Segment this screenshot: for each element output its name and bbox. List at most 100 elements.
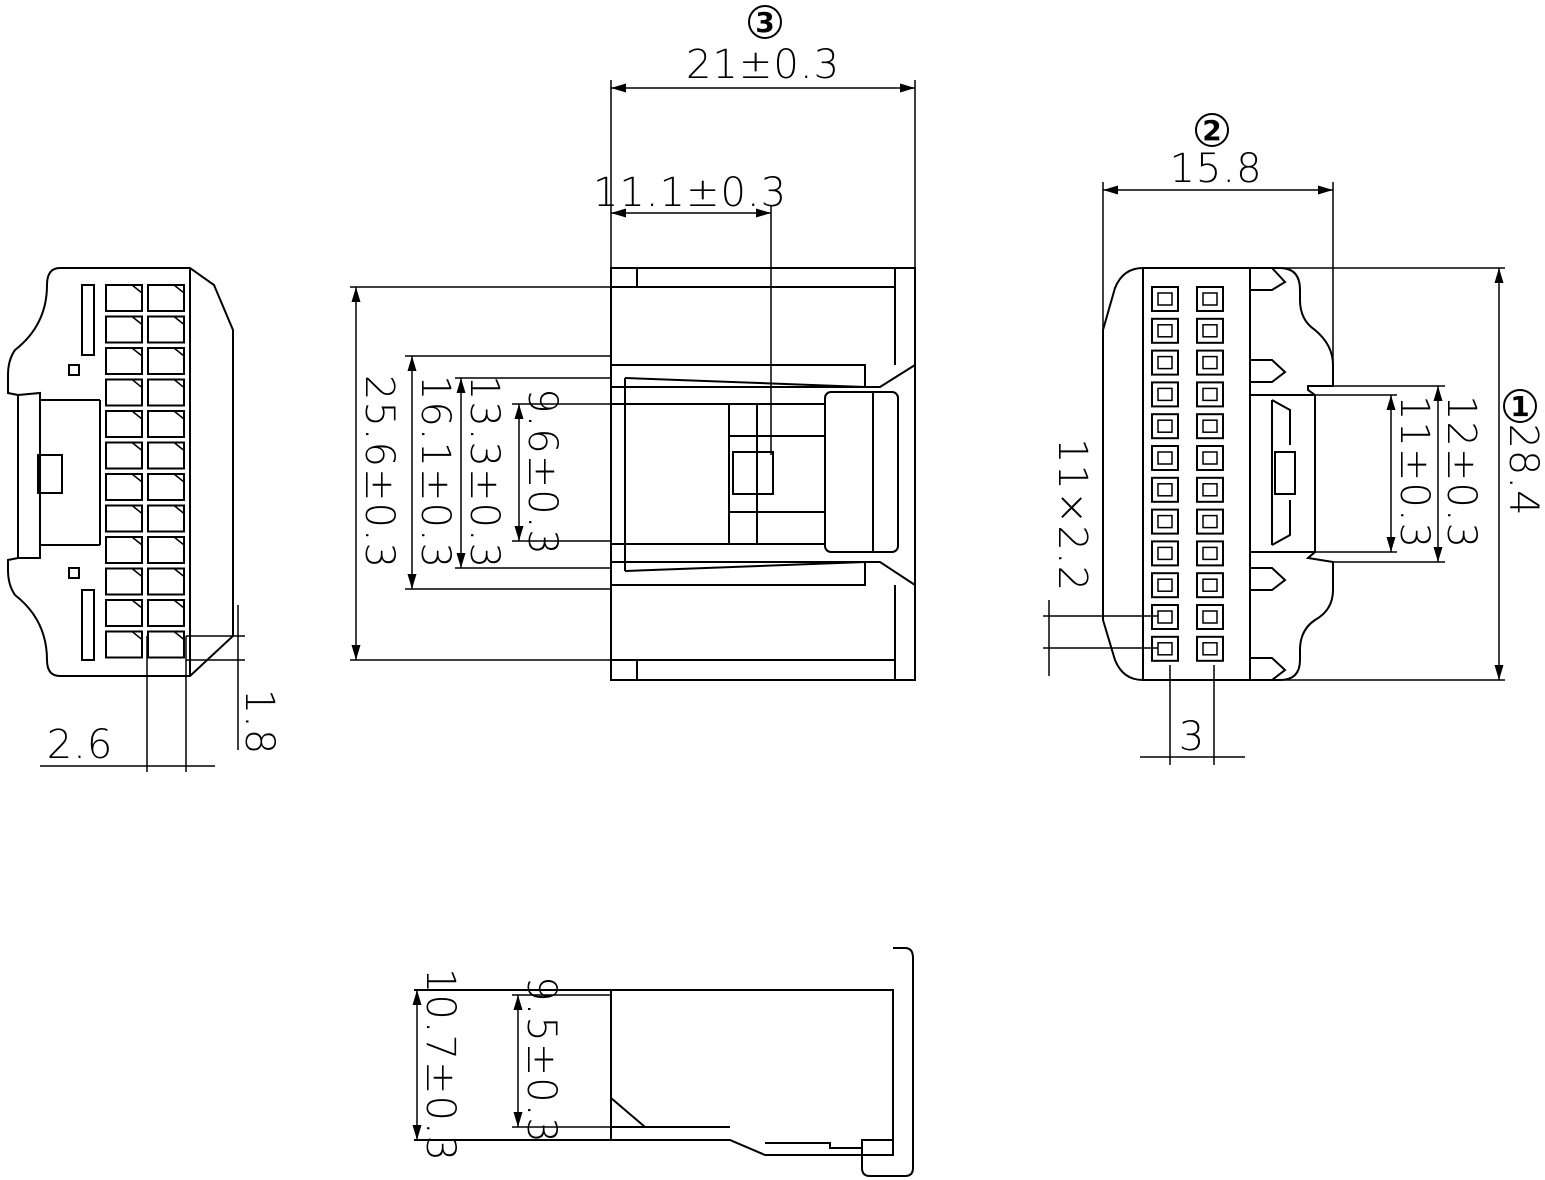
right-cavity-inner xyxy=(1202,514,1218,529)
dim-1-8-label: 1.8 xyxy=(236,689,282,756)
dim-15-8-label: 15.8 xyxy=(1169,146,1262,192)
dim-11x2-2-label: 11×2.2 xyxy=(1049,438,1095,592)
left-cavity xyxy=(147,315,185,344)
dim-12-label: 12±0.3 xyxy=(1438,395,1484,549)
dim-11-1-label: 11.1±0.3 xyxy=(593,170,787,216)
right-cavity-inner xyxy=(1202,483,1218,497)
left-cavity-corner xyxy=(131,284,143,294)
right-view xyxy=(1102,267,1334,681)
right-cavity xyxy=(1151,635,1179,662)
right-cavity xyxy=(1196,635,1224,662)
dim-3-label: 3 xyxy=(1179,714,1205,760)
left-view-cavity-grid xyxy=(105,284,185,659)
dim-2-6-label: 2.6 xyxy=(47,722,114,768)
callout-3-circle xyxy=(748,5,782,39)
right-cavity-inner xyxy=(1202,642,1218,656)
left-cavity-corner xyxy=(131,536,143,546)
right-cavity-inner xyxy=(1157,355,1173,370)
left-cavity xyxy=(105,504,143,533)
center-view-body-bottom-2 xyxy=(624,561,866,572)
center-view-outline xyxy=(610,267,916,681)
left-cavity-corner xyxy=(131,410,143,420)
right-cavity xyxy=(1196,540,1224,567)
right-cavity xyxy=(1151,572,1179,599)
left-cavity-corner xyxy=(131,567,143,578)
dim-25-6-label: 25.6±0.3 xyxy=(356,375,402,569)
right-cavity-inner xyxy=(1202,451,1218,465)
left-cavity-corner xyxy=(131,599,143,609)
right-cavity xyxy=(1151,349,1179,376)
dim-13-3-label: 13.3±0.3 xyxy=(461,375,507,569)
right-cavity-inner xyxy=(1157,514,1173,529)
center-view-inner-box xyxy=(728,403,826,545)
left-cavity xyxy=(105,315,143,344)
bottom-view xyxy=(414,947,914,1177)
dim-21-label: 21±0.3 xyxy=(686,42,840,88)
left-cavity xyxy=(147,536,185,564)
right-cavity-inner xyxy=(1157,387,1173,402)
right-cavity-inner xyxy=(1202,419,1218,433)
right-view-tab-1 xyxy=(1250,267,1287,291)
right-view-tab-3 xyxy=(1250,567,1287,591)
left-cavity-corner xyxy=(173,473,185,483)
dim-10-7-label: 10.7±0.3 xyxy=(417,968,463,1162)
left-view-slot-top xyxy=(81,284,95,356)
left-view xyxy=(7,267,234,677)
right-cavity-inner xyxy=(1157,292,1173,306)
left-cavity-corner xyxy=(131,378,143,389)
left-view-outline xyxy=(7,267,234,677)
right-cavity-inner xyxy=(1202,610,1218,624)
right-cavity-inner xyxy=(1157,324,1173,338)
right-cavity xyxy=(1196,381,1224,408)
right-cavity-inner xyxy=(1157,546,1173,561)
left-view-small-square-top xyxy=(68,364,80,376)
right-cavity-inner xyxy=(1202,546,1218,561)
callout-1-label: 1 xyxy=(1510,390,1529,423)
right-cavity xyxy=(1196,604,1224,630)
right-view-latch-window xyxy=(1274,451,1296,495)
right-cavity xyxy=(1196,476,1224,503)
right-cavity-inner xyxy=(1202,387,1218,402)
right-view-tab-2 xyxy=(1250,359,1287,383)
left-cavity xyxy=(105,441,143,470)
left-cavity-corner xyxy=(173,410,185,420)
left-cavity-corner xyxy=(131,315,143,326)
left-cavity xyxy=(147,410,185,438)
callouts: 3 2 1 xyxy=(748,5,1537,423)
left-cavity-corner xyxy=(131,473,143,483)
right-view-cavity-grid xyxy=(1151,286,1224,662)
right-cavity-inner xyxy=(1202,324,1218,338)
right-cavity xyxy=(1151,317,1179,344)
left-cavity xyxy=(105,599,143,627)
left-cavity xyxy=(105,378,143,407)
right-cavity xyxy=(1151,286,1179,312)
left-view-slot-bottom xyxy=(81,589,95,661)
left-cavity xyxy=(147,441,185,470)
right-cavity xyxy=(1151,604,1179,630)
dim-16-1-label: 16.1±0.3 xyxy=(412,375,458,569)
left-cavity-corner xyxy=(173,599,185,609)
left-cavity xyxy=(147,504,185,533)
left-cavity-corner xyxy=(173,536,185,546)
callout-1-circle xyxy=(1503,389,1537,423)
dim-9-5-label: 9.5±0.3 xyxy=(518,976,564,1144)
left-cavity-corner xyxy=(173,441,185,452)
left-cavity xyxy=(105,347,143,375)
right-cavity xyxy=(1151,413,1179,440)
dim-9-6-label: 9.6±0.3 xyxy=(519,388,565,556)
bottom-view-diag xyxy=(610,1097,646,1128)
right-cavity-inner xyxy=(1202,355,1218,370)
left-cavity xyxy=(105,284,143,312)
right-cavity xyxy=(1196,349,1224,376)
center-view-latch-block xyxy=(824,391,899,553)
right-view-tab-4 xyxy=(1250,657,1287,681)
right-view-outline xyxy=(1102,267,1334,681)
dim-11-label: 11±0.3 xyxy=(1391,395,1437,549)
callout-2-label: 2 xyxy=(1202,114,1221,147)
right-cavity xyxy=(1196,572,1224,599)
left-cavity-corner xyxy=(173,315,185,326)
right-cavity xyxy=(1151,540,1179,567)
right-cavity-inner xyxy=(1157,451,1173,465)
left-cavity xyxy=(147,567,185,596)
